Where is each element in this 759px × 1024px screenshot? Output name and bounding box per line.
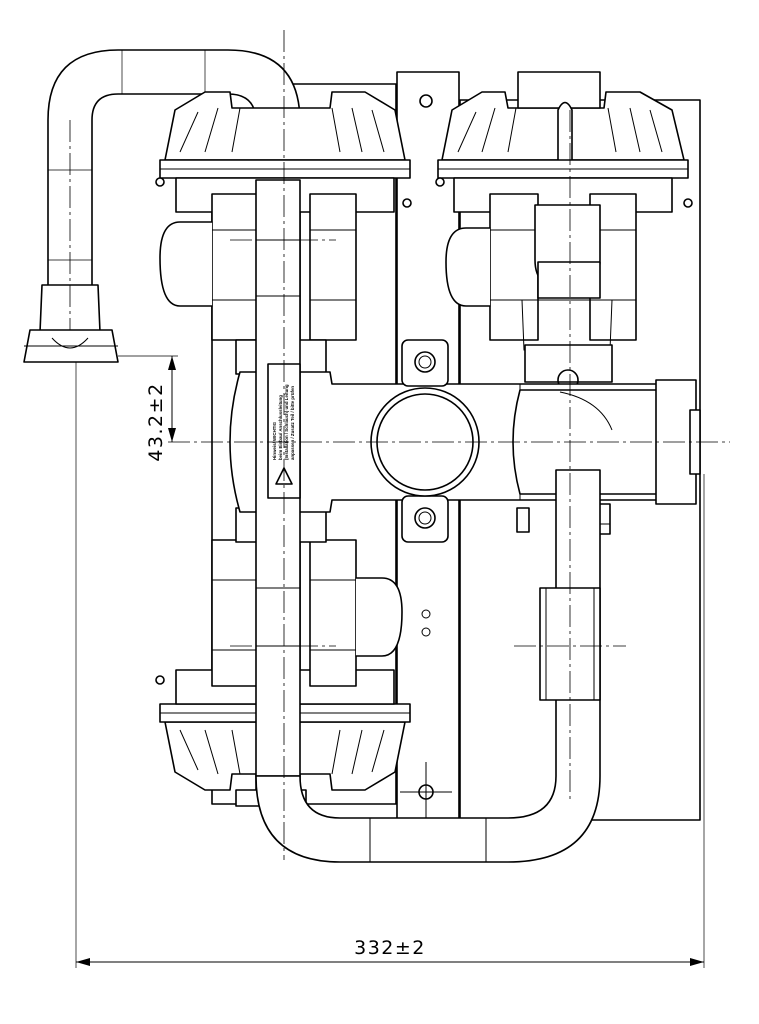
dimension-height: 43.2±2 <box>118 355 178 462</box>
dimension-height-label: 43.2±2 <box>145 382 167 461</box>
label-line-4: anpassen / Zusatz Teil / bitte prüfen <box>290 386 295 460</box>
dimension-width: 332±2 <box>75 362 705 968</box>
valve-top-right <box>435 71 693 391</box>
centerlines <box>69 30 730 860</box>
dimension-width-label: 332±2 <box>354 937 426 959</box>
label-line-3: (Installation / Schlauch) und Leitung <box>284 384 289 460</box>
label-line-2: beim Einbau/ Anschlussleitung <box>278 395 283 460</box>
label-line-1: Hinweis/ WICHTIG <box>272 421 277 460</box>
